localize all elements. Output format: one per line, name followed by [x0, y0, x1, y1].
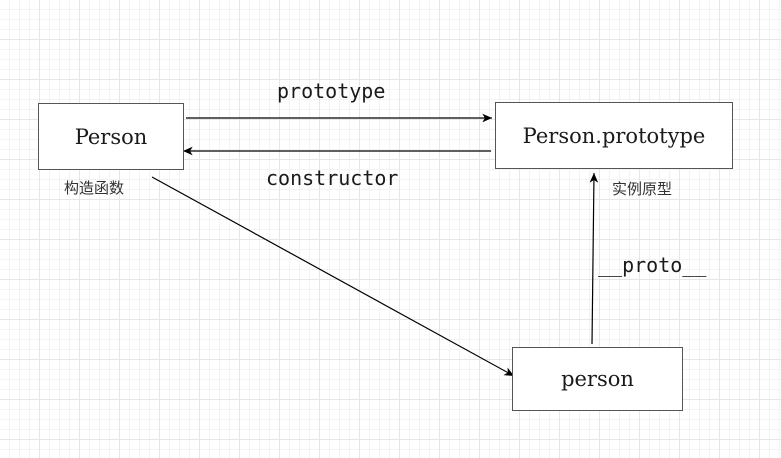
- proto-edge-label: __proto__: [598, 253, 707, 277]
- person-instance-node[interactable]: person: [512, 347, 683, 411]
- person-instance-label: person: [561, 367, 634, 391]
- person-prototype-label: Person.prototype: [522, 123, 706, 148]
- person-prototype-node[interactable]: Person.prototype: [495, 102, 733, 169]
- prototype-edge-label: prototype: [277, 79, 386, 103]
- person-constructor-label: Person: [74, 124, 148, 149]
- proto-arrow: [589, 172, 599, 345]
- instantiation-arrow: [151, 176, 515, 377]
- constructor-function-note: 构造函数: [64, 179, 125, 197]
- person-constructor-node[interactable]: Person: [38, 103, 184, 170]
- constructor-edge-label: constructor: [266, 166, 399, 190]
- instance-prototype-note: 实例原型: [612, 180, 673, 198]
